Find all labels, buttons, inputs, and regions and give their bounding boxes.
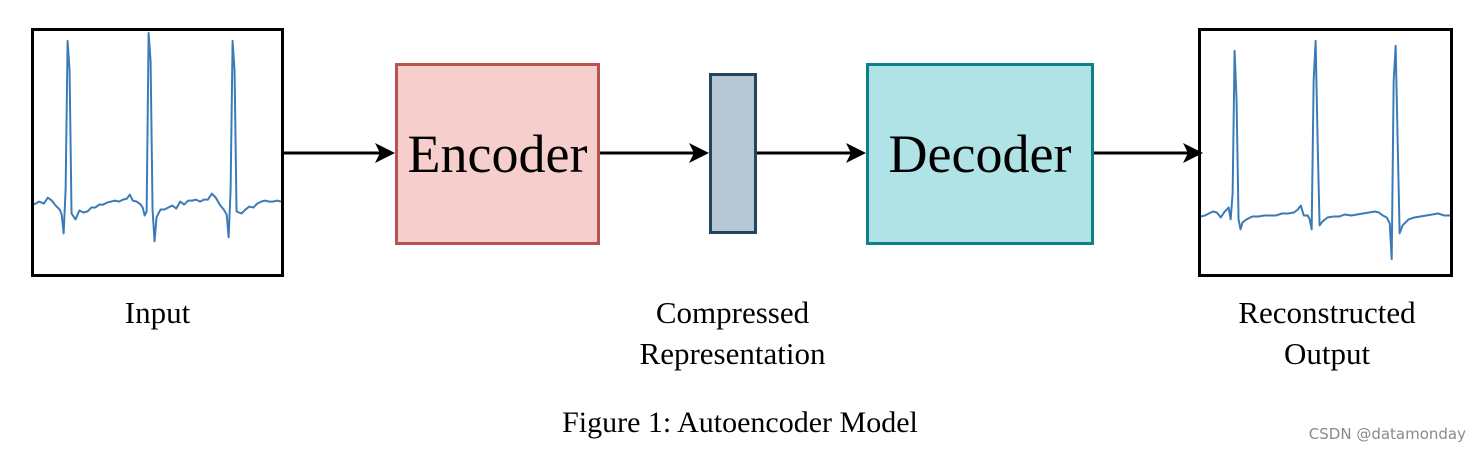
arrow-input-to-encoder-head	[375, 143, 395, 163]
output-signal-panel	[1198, 28, 1453, 277]
output-ecg-waveform-icon	[1201, 39, 1450, 261]
encoder-label: Encoder	[407, 124, 588, 184]
decoder-label: Decoder	[888, 124, 1072, 184]
input-ecg-waveform-icon	[34, 31, 281, 243]
decoder-block: Decoder	[866, 63, 1094, 245]
arrow-latent-to-decoder-head	[846, 143, 866, 163]
compressed-representation-block	[709, 73, 757, 234]
figure-caption: Figure 1: Autoencoder Model	[562, 406, 918, 439]
input-signal-panel	[31, 28, 284, 277]
input-label: Input	[124, 295, 191, 330]
arrow-encoder-to-latent-head	[689, 143, 709, 163]
encoder-block: Encoder	[395, 63, 600, 245]
watermark: CSDN @datamonday	[1308, 425, 1466, 443]
